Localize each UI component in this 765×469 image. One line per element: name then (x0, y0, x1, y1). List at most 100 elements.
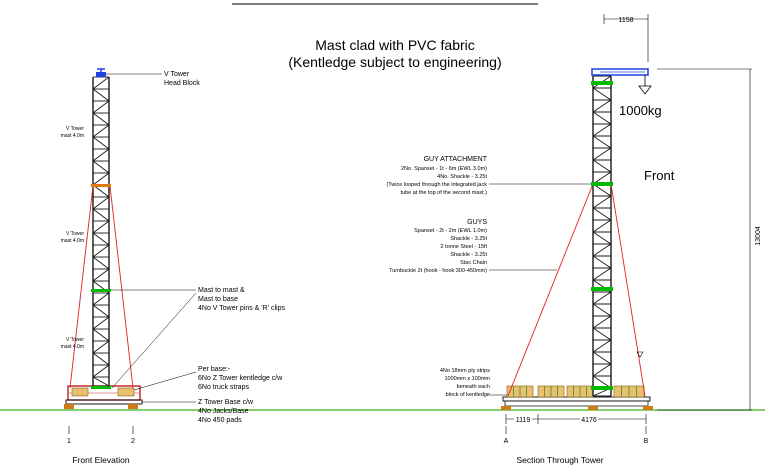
head-block-label-1: V Tower (164, 71, 190, 78)
mast-brace (92, 100, 110, 114)
mast-brace (92, 160, 110, 174)
mast-label-2-line2: mast 4.0m (61, 238, 84, 244)
title-line-2: (Kentledge subject to engineering) (288, 54, 501, 70)
mast-label-3-line1: V Tower (66, 337, 84, 343)
head-block (96, 72, 106, 77)
mast-brace (92, 328, 110, 342)
guy-attachment-line-4: tube at the top of the second mast.) (400, 190, 487, 196)
mast-brace (592, 111, 612, 125)
guy-attachment-line-1: 2No. Spanset - 1t - 6m (EWL 3.0m) (401, 166, 487, 172)
guys-heading: GUYS (467, 219, 487, 226)
guys-line-2: Shackle - 3.25t (450, 236, 487, 242)
base-spec-1: Z Tower Base c/w (198, 399, 254, 406)
mast-label-2-line1: V Tower (66, 231, 84, 237)
mast-brace (92, 76, 110, 90)
jack-pad (128, 404, 138, 409)
mast-brace (92, 220, 110, 234)
mast-brace (592, 315, 612, 329)
mast-brace (592, 267, 612, 281)
section-joint (591, 182, 613, 186)
mast-brace (592, 351, 612, 365)
mast-brace (92, 340, 110, 354)
section-pad (643, 406, 653, 410)
mast-brace (92, 172, 110, 186)
guy-attachment-heading: GUY ATTACHMENT (424, 156, 488, 163)
mast-brace (92, 112, 110, 126)
title-line-1: Mast clad with PVC fabric (315, 37, 475, 53)
mast-brace (92, 376, 110, 387)
guys-line-4: Shackle - 3.25t (450, 252, 487, 258)
guy-attachment-line-3: (Twice looped through the integrated jac… (386, 182, 487, 188)
guy-wire (109, 185, 134, 389)
base-note-1: Per base:- (198, 366, 231, 373)
base-spec-2: 4No Jacks/Base (198, 408, 249, 415)
mast-brace (592, 327, 612, 341)
mast-brace (592, 123, 612, 137)
mast-brace (92, 244, 110, 258)
mast-label-1-line1: V Tower (66, 126, 84, 132)
section-pad (501, 406, 511, 410)
mast-brace (92, 136, 110, 150)
grid-label-b: B (644, 438, 649, 445)
mast-brace (92, 88, 110, 102)
grid-label-a: A (504, 438, 509, 445)
grid-label-2: 2 (131, 438, 135, 445)
mast-brace (592, 363, 612, 377)
marker-triangle-icon (636, 351, 644, 358)
mast-brace (592, 99, 612, 113)
mast-brace (92, 208, 110, 222)
dim-top: 1158 (618, 17, 633, 24)
section-base-frame (504, 400, 649, 407)
mast-brace (92, 268, 110, 282)
mast-brace (92, 364, 110, 378)
kentledge-block (117, 387, 135, 397)
mast-joint (91, 289, 111, 292)
guys-line-1: Spanset - 2t - 2m (EWL 1.0m) (414, 228, 487, 234)
guy-attachment-line-2: 4No. Shackle - 3.25t (437, 174, 487, 180)
mast-brace (92, 148, 110, 162)
mast-brace (592, 291, 612, 305)
grid-label-1: 1 (67, 438, 71, 445)
base-spec-3: 4No 450 pads (198, 417, 242, 424)
front-elevation-caption: Front Elevation (72, 455, 129, 465)
mast-joint-note-1: Mast to mast & (198, 287, 245, 294)
ply-note-4: block of kentledge (446, 392, 490, 398)
section-caption: Section Through Tower (516, 455, 603, 465)
section-joint (591, 386, 613, 390)
mast-label-1-line2: mast 4.0m (61, 133, 84, 139)
mast-joint-note-3: 4No V Tower pins & 'R' clips (198, 305, 285, 312)
dim-bottom-2: 4176 (581, 417, 597, 424)
mast-brace (592, 159, 612, 173)
jack-pad (64, 404, 74, 409)
mast-brace (592, 243, 612, 257)
mast-brace (92, 352, 110, 366)
guys-line-5: Stac Chain (460, 260, 487, 266)
dim-height: 13004 (755, 226, 762, 246)
mast-brace (92, 316, 110, 330)
base-note-2: 6No Z Tower kentledge c/w (198, 375, 283, 382)
mast-brace (592, 219, 612, 233)
ply-note-2: 1000mm x 100mm (444, 376, 490, 382)
mast-brace (592, 87, 612, 101)
mast-brace (92, 304, 110, 318)
ply-note-1: 4No 18mm ply strips (440, 368, 490, 374)
head-block-label-2: Head Block (164, 80, 200, 87)
section-joint (591, 81, 613, 85)
mast-brace (592, 339, 612, 353)
section-mast-lattice (592, 75, 612, 397)
section-pad (588, 406, 598, 410)
guys-line-3: 2 tonne Steel - 15ft (441, 244, 488, 250)
mast-brace (92, 196, 110, 210)
ply-note-3: beneath each (457, 384, 490, 390)
section-through-tower: 1158 1000kg Front 13004 GUY ATTACHMENT 2… (386, 14, 762, 465)
mast-label-3-line2: mast 4.0m (61, 344, 84, 350)
section-guy-wire (507, 183, 594, 397)
mast-brace (92, 232, 110, 246)
mast-brace (592, 231, 612, 245)
load-label: 1000kg (619, 103, 662, 118)
mast-brace (592, 255, 612, 269)
section-joint (591, 287, 613, 291)
front-elevation: V Tower mast 4.0m V Tower mast 4.0m V To… (61, 68, 285, 465)
guys-line-6: Turnbuckle 2t (hook - hook 300-450mm) (389, 268, 487, 274)
mast-brace (92, 256, 110, 270)
